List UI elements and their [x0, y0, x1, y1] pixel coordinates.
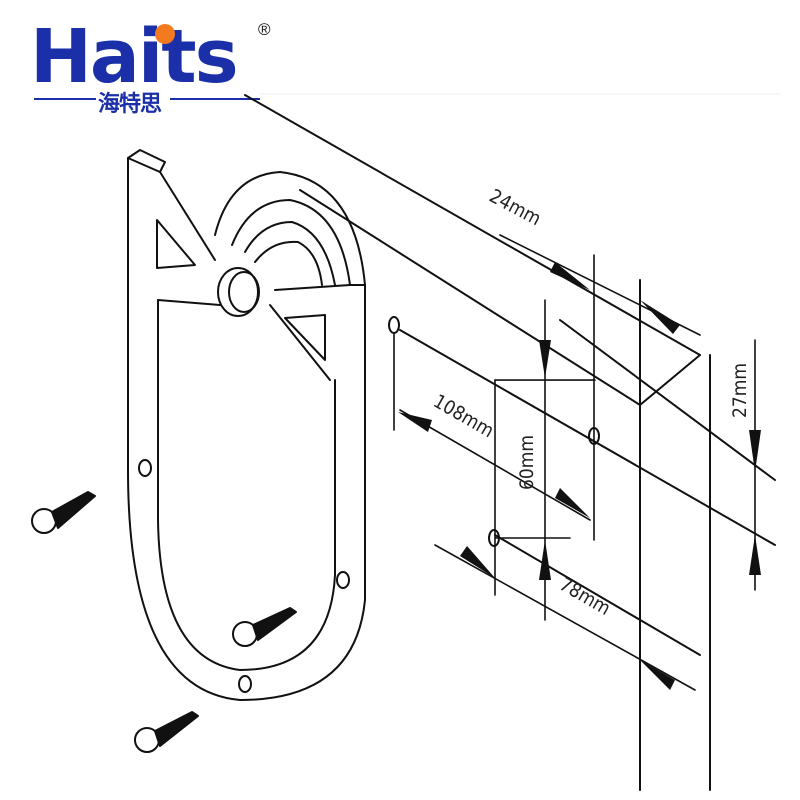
- dimension-lines: [393, 234, 756, 691]
- registered-mark: ®: [258, 20, 271, 39]
- dim-label-27mm: 27mm: [729, 363, 751, 418]
- door-panel-lines: [399, 319, 776, 656]
- screw-icon: [31, 491, 96, 534]
- dim-label-24mm: 24mm: [486, 185, 545, 230]
- haits-logo: Haits ® 海特思: [30, 14, 280, 117]
- dim-label-78mm: 78mm: [556, 573, 615, 620]
- dim-label-60mm: 60mm: [516, 435, 538, 490]
- hanger-strap: [127, 149, 366, 701]
- dim-label-108mm: 108mm: [430, 390, 498, 442]
- rail: [244, 94, 711, 791]
- logo-rule-right: [170, 98, 260, 100]
- logo-chinese-name: 海特思: [98, 92, 162, 117]
- screw-icon: [134, 711, 199, 753]
- dimension-arrowheads: [398, 262, 761, 690]
- screw-icon: [232, 607, 297, 647]
- logo-wordmark: Haits: [30, 14, 239, 100]
- logo-orange-dot: [155, 24, 175, 44]
- logo-rule-left: [34, 98, 96, 100]
- roller-wheel: [214, 171, 366, 317]
- mounting-holes: [388, 316, 600, 547]
